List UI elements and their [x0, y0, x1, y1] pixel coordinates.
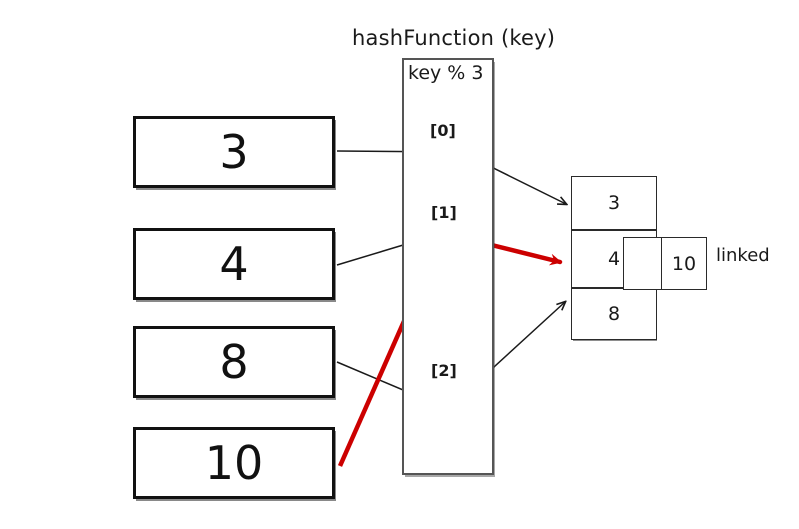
linked-list-label: linked: [716, 245, 770, 266]
key-box-value: 4: [219, 237, 249, 291]
bucket-cell: 8: [571, 288, 657, 340]
linked-node-value: 10: [671, 252, 697, 275]
key-box-value: 3: [219, 125, 249, 179]
bucket-cell: 3: [571, 176, 657, 230]
hash-function-column: [402, 58, 494, 475]
linked-list-node: 10: [623, 237, 707, 290]
key-box: 4: [133, 228, 335, 300]
bucket-cell-value: 3: [607, 192, 621, 214]
key-box-value: 10: [204, 436, 264, 490]
page-title: hashFunction (key): [352, 26, 556, 50]
key-box: 8: [133, 326, 335, 398]
key-box: 3: [133, 116, 335, 188]
slot-index-label: [1]: [431, 203, 457, 222]
hash-expression: key % 3: [408, 62, 484, 84]
slot-index-label: [2]: [431, 361, 457, 380]
linked-node-pointer-cell: [624, 238, 662, 289]
bucket-cell-value: 4: [607, 248, 621, 270]
bucket-cell-value: 8: [607, 303, 621, 325]
key-box-value: 8: [219, 335, 249, 389]
slot-index-label: [0]: [430, 121, 456, 140]
key-box: 10: [133, 427, 335, 499]
